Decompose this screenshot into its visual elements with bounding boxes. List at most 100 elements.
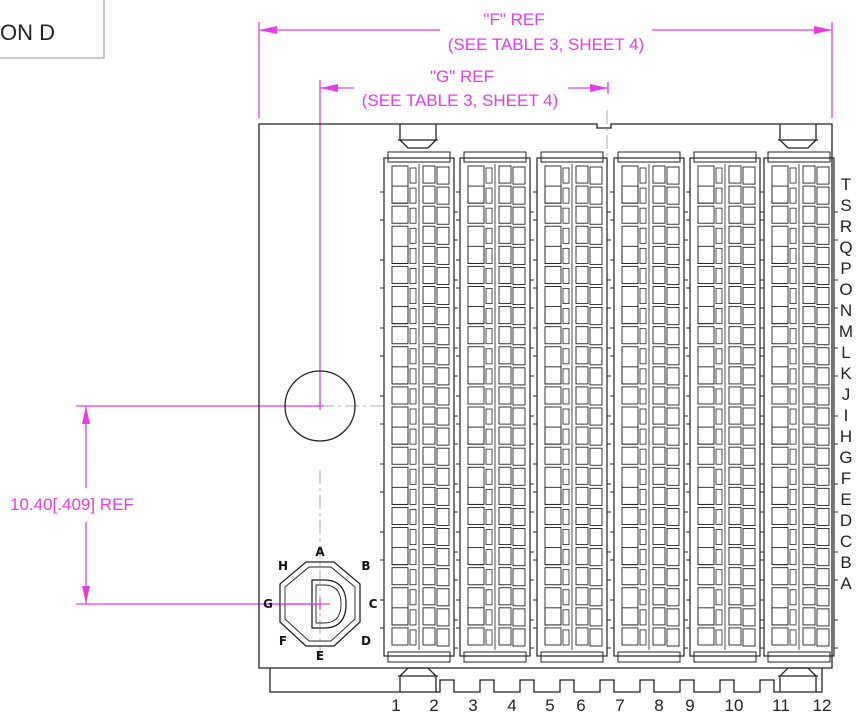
contact-right-outer: [512, 447, 526, 466]
contact-right: [728, 446, 742, 465]
contact-right-outer: [742, 548, 756, 567]
contact-left-tab: [639, 348, 647, 365]
contact-left-tab: [639, 569, 647, 586]
contact-right-outer: [816, 407, 830, 426]
contact-left-tab: [715, 227, 723, 244]
contact-left: [467, 265, 485, 284]
contact-right: [422, 265, 436, 284]
module-bottom-cap: [463, 651, 527, 663]
contact-right: [728, 426, 742, 445]
contact-left: [391, 486, 409, 505]
module-clip: [533, 599, 538, 629]
contact-right: [498, 225, 512, 244]
contact-right: [728, 185, 742, 204]
contact-right-outer: [816, 327, 830, 346]
contact-right-outer: [589, 407, 603, 426]
contact-right: [575, 185, 589, 204]
contact-right: [652, 607, 666, 626]
contact-right-outer: [436, 528, 450, 547]
contact-left: [697, 286, 715, 325]
contact-left: [544, 326, 562, 345]
key-label-c: C: [369, 597, 378, 611]
contact-right-outer: [589, 186, 603, 205]
contact-right-outer: [436, 266, 450, 285]
contact-right: [422, 346, 436, 365]
contact-right: [422, 245, 436, 264]
contact-left-tab: [409, 629, 417, 646]
module-clip: [760, 327, 765, 357]
contact-left: [544, 286, 562, 325]
contact-left: [771, 205, 789, 224]
contact-left-tab: [789, 569, 797, 586]
contact-left-tab: [639, 408, 647, 425]
contact-right: [802, 627, 816, 646]
contact-left: [621, 346, 639, 385]
contact-right-outer: [666, 367, 680, 386]
contact-left-tab: [409, 408, 417, 425]
contact-right: [575, 165, 589, 184]
key-label-d: D: [361, 634, 371, 648]
contact-right-outer: [816, 487, 830, 506]
contact-right-outer: [816, 266, 830, 285]
contact-right-outer: [666, 387, 680, 406]
contact-left: [771, 346, 789, 385]
contact-right-outer: [742, 327, 756, 346]
contact-right-outer: [589, 307, 603, 326]
contact-left-tab: [715, 368, 723, 385]
contact-left: [697, 366, 715, 385]
contact-left-tab: [639, 167, 647, 184]
contact-right-outer: [512, 548, 526, 567]
g-ref-dimension: "G" REF (SEE TABLE 3, SHEET 4): [319, 67, 609, 405]
contact-right-outer: [742, 287, 756, 306]
contact-left-tab: [485, 288, 493, 304]
contact-left-tab: [789, 629, 797, 646]
contact-right-outer: [589, 467, 603, 486]
contact-right-outer: [816, 427, 830, 446]
contact-right-outer: [589, 206, 603, 225]
contact-right-outer: [436, 166, 450, 185]
module-clip: [686, 599, 691, 629]
module-clip: [456, 463, 461, 493]
contact-left-tab: [639, 428, 647, 445]
contact-left: [621, 306, 639, 325]
contact-left: [697, 486, 715, 505]
row-label-j: J: [842, 385, 851, 404]
contact-right-outer: [816, 226, 830, 245]
module-clip: [759, 347, 764, 377]
module-clip: [606, 483, 611, 513]
contact-right: [728, 466, 742, 485]
contact-right-outer: [666, 528, 680, 547]
contact-right: [575, 286, 589, 305]
contact-right: [422, 567, 436, 586]
contact-left-tab: [485, 589, 493, 606]
module-clip: [606, 211, 611, 241]
contact-left: [544, 527, 562, 566]
module-clip: [380, 191, 385, 221]
module-clip: [610, 531, 615, 561]
module-clip: [606, 415, 611, 445]
contact-left-tab: [639, 187, 647, 204]
contact-left-tab: [715, 609, 723, 626]
contact-right: [728, 225, 742, 244]
contact-left-tab: [715, 529, 723, 545]
contact-left-tab: [639, 368, 647, 385]
contact-left: [771, 587, 789, 626]
row-label-k: K: [840, 364, 852, 383]
contact-right: [575, 506, 589, 525]
contact-right-outer: [742, 367, 756, 386]
row-label-i: I: [844, 406, 849, 425]
g-ref-label: "G" REF: [430, 67, 494, 86]
module-clip: [529, 279, 534, 309]
contact-right: [498, 486, 512, 505]
contact-right: [652, 587, 666, 606]
contact-right-outer: [666, 628, 680, 647]
contact-left: [467, 386, 485, 405]
contact-left: [544, 245, 562, 264]
contact-left: [391, 306, 409, 325]
contact-right: [728, 346, 742, 365]
contact-left-tab: [789, 368, 797, 385]
module-clip: [453, 347, 458, 377]
module-clip: [686, 395, 691, 425]
contact-right: [802, 165, 816, 184]
contact-left: [544, 486, 562, 505]
